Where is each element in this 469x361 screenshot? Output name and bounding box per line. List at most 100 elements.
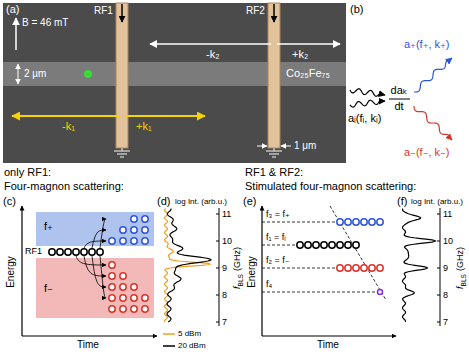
tick-label: 9 bbox=[222, 263, 227, 273]
magnon-circle bbox=[369, 219, 375, 225]
panel-letter: (f) bbox=[397, 195, 407, 208]
heading-text: Four-magnon scattering: bbox=[4, 180, 124, 193]
spectrum-curve bbox=[403, 209, 436, 322]
level-line bbox=[262, 245, 295, 246]
level-line bbox=[262, 268, 335, 269]
axis-title-part: BLS bbox=[237, 274, 244, 286]
tick-label: 10 bbox=[443, 236, 453, 246]
panel-letter: (c) bbox=[3, 195, 16, 208]
scatter-arrow bbox=[100, 219, 106, 248]
tick-label: 10 bbox=[222, 236, 232, 246]
magnon-circle bbox=[120, 284, 126, 290]
panel-letter: (a) bbox=[6, 3, 19, 16]
frequency-label: f₋ bbox=[44, 282, 53, 295]
magnon-circle bbox=[142, 227, 148, 233]
magnon-circle bbox=[131, 238, 137, 244]
axis-title-part: BLS bbox=[460, 274, 467, 286]
magnon-circle bbox=[345, 242, 351, 248]
rf-label: RF1 bbox=[25, 246, 42, 256]
magnon-circle bbox=[361, 265, 367, 271]
axis-title: Time bbox=[77, 339, 99, 351]
axis-title-part: (GHz) bbox=[455, 247, 465, 271]
frequency-label: f₁ = fᵢ bbox=[266, 232, 286, 242]
legend-line-sample bbox=[163, 345, 175, 347]
ground-symbol bbox=[272, 156, 276, 157]
tick-label: 11 bbox=[222, 209, 231, 219]
magnon-circle bbox=[353, 265, 359, 271]
tick-label: 8 bbox=[443, 290, 448, 300]
axis-title: Energy bbox=[5, 256, 17, 288]
magnon-circle bbox=[337, 219, 343, 225]
field-arrow bbox=[15, 18, 17, 50]
magnon-circle bbox=[57, 249, 63, 255]
scatter-arrow bbox=[92, 256, 106, 287]
magnon-circle bbox=[131, 216, 137, 222]
magnon-circle bbox=[109, 306, 115, 312]
magnon-circle bbox=[361, 219, 367, 225]
scatter-arrow bbox=[100, 256, 106, 298]
dimension-arrow bbox=[281, 146, 291, 147]
magnon-circle bbox=[120, 238, 126, 244]
magnon-circle bbox=[345, 265, 351, 271]
magnon-circle bbox=[329, 242, 335, 248]
input-magnon-wave bbox=[350, 89, 385, 96]
legend-item: 20 dBm bbox=[163, 341, 206, 350]
axis-title-part: f bbox=[232, 286, 242, 289]
axis-title: fBLS(GHz) bbox=[232, 247, 244, 289]
axis-tick bbox=[216, 214, 219, 215]
magnon-circle bbox=[109, 273, 115, 279]
formula-label: daₖ bbox=[391, 84, 408, 97]
tick-label: 7 bbox=[443, 317, 448, 327]
antenna-bar bbox=[116, 3, 128, 148]
legend-line bbox=[163, 343, 175, 349]
output-magnon-wave bbox=[414, 106, 452, 140]
scatter-arrow bbox=[84, 256, 106, 276]
panel-letter: (b) bbox=[350, 3, 363, 16]
output-magnon-wave bbox=[414, 58, 452, 92]
magnon-circle bbox=[109, 262, 115, 268]
ground-symbol bbox=[117, 153, 127, 154]
magnon-circle bbox=[142, 216, 148, 222]
axis-tick bbox=[437, 295, 440, 296]
tick-label: 8 bbox=[222, 290, 227, 300]
ground-symbol bbox=[269, 153, 279, 154]
frequency-label: f₄ bbox=[266, 279, 272, 289]
heading-text: only RF1: bbox=[4, 166, 51, 179]
magnon-circle bbox=[378, 290, 383, 295]
magnon-circle bbox=[353, 242, 359, 248]
scatter-arrow bbox=[76, 256, 106, 265]
dimension-arrow bbox=[18, 64, 19, 84]
formula-label: dt bbox=[394, 100, 403, 113]
axis-tick bbox=[437, 322, 440, 323]
wavevector-arrow bbox=[125, 115, 205, 117]
magnon-circle bbox=[81, 249, 87, 255]
magnon-circle bbox=[305, 242, 311, 248]
time-axis bbox=[262, 335, 396, 336]
magnon-circle bbox=[142, 306, 148, 312]
wavevector-arrow bbox=[150, 43, 271, 45]
magnon-circle bbox=[109, 238, 115, 244]
axis-tick bbox=[216, 268, 219, 269]
legend-text: 5 dBm bbox=[178, 329, 201, 338]
panel-letter: (d) bbox=[157, 195, 170, 208]
frequency-axis bbox=[219, 208, 220, 326]
material-label: Co₂₅Fe₇₅ bbox=[286, 67, 330, 80]
legend-line bbox=[163, 331, 175, 337]
magnon-circle bbox=[313, 242, 319, 248]
magnon-circle bbox=[89, 249, 95, 255]
magnon-circle bbox=[109, 295, 115, 301]
magnon-circle bbox=[73, 249, 79, 255]
magnon-circle bbox=[109, 284, 115, 290]
input-magnon-wave bbox=[350, 100, 385, 107]
heading-text: Stimulated four-magnon scattering: bbox=[245, 180, 416, 193]
tick-label: 9 bbox=[443, 263, 448, 273]
waveguide-strip bbox=[3, 62, 346, 86]
rf-label: RF1 bbox=[94, 5, 113, 17]
time-axis bbox=[22, 335, 157, 336]
lower-band bbox=[36, 258, 154, 318]
formula-label: aᵢ(fᵢ, kᵢ) bbox=[348, 112, 381, 125]
panel-letter: (e) bbox=[243, 195, 256, 208]
tick-label: 11 bbox=[443, 209, 452, 219]
tick-label: 7 bbox=[222, 317, 227, 327]
wavevector-label: +k₁ bbox=[136, 120, 152, 133]
